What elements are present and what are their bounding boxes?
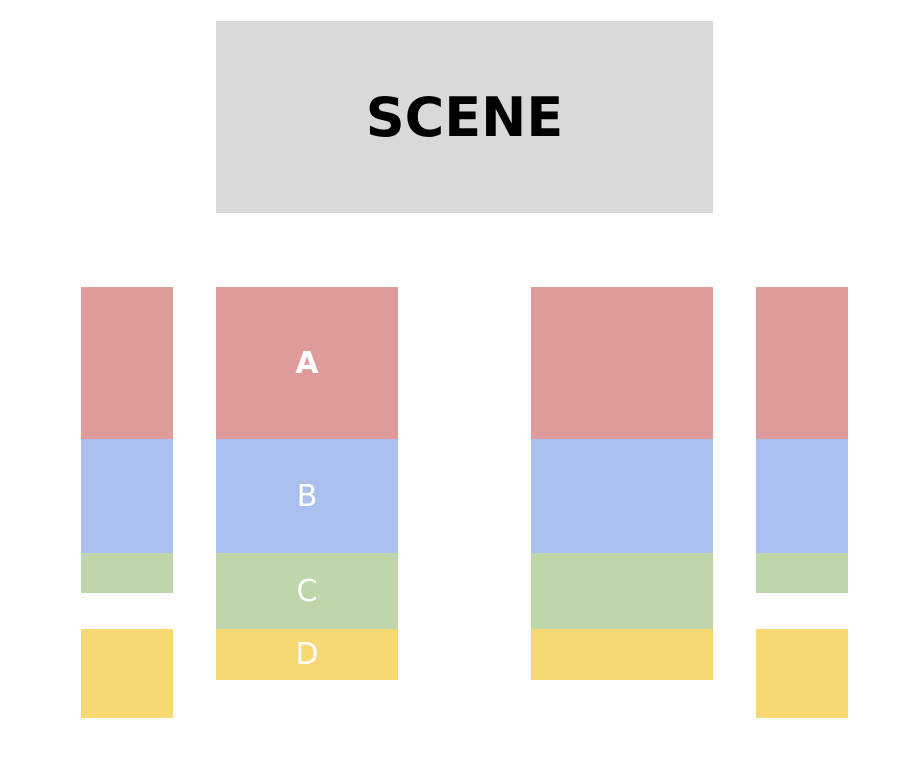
left-inner-section-d[interactable]: D bbox=[216, 629, 398, 680]
right-outer-section-b[interactable] bbox=[756, 439, 848, 553]
section-c-label: C bbox=[296, 573, 318, 609]
left-outer-section-a[interactable] bbox=[81, 287, 173, 439]
left-outer-section-d[interactable] bbox=[81, 629, 173, 718]
left-inner-section-a[interactable]: A bbox=[216, 287, 398, 439]
right-outer-section-d[interactable] bbox=[756, 629, 848, 718]
left-inner-section-b[interactable]: B bbox=[216, 439, 398, 553]
left-outer-section-c[interactable] bbox=[81, 553, 173, 593]
right-inner-section-c[interactable] bbox=[531, 553, 713, 629]
stage: SCENE bbox=[216, 21, 713, 213]
section-d-label: D bbox=[295, 637, 319, 672]
section-b-label: B bbox=[296, 478, 318, 514]
right-inner-section-b[interactable] bbox=[531, 439, 713, 553]
right-inner-section-a[interactable] bbox=[531, 287, 713, 439]
left-outer-section-b[interactable] bbox=[81, 439, 173, 553]
right-inner-section-d[interactable] bbox=[531, 629, 713, 680]
right-outer-section-a[interactable] bbox=[756, 287, 848, 439]
right-outer-section-c[interactable] bbox=[756, 553, 848, 593]
left-inner-section-c[interactable]: C bbox=[216, 553, 398, 629]
stage-label: SCENE bbox=[365, 85, 564, 149]
section-a-label: A bbox=[295, 345, 319, 381]
